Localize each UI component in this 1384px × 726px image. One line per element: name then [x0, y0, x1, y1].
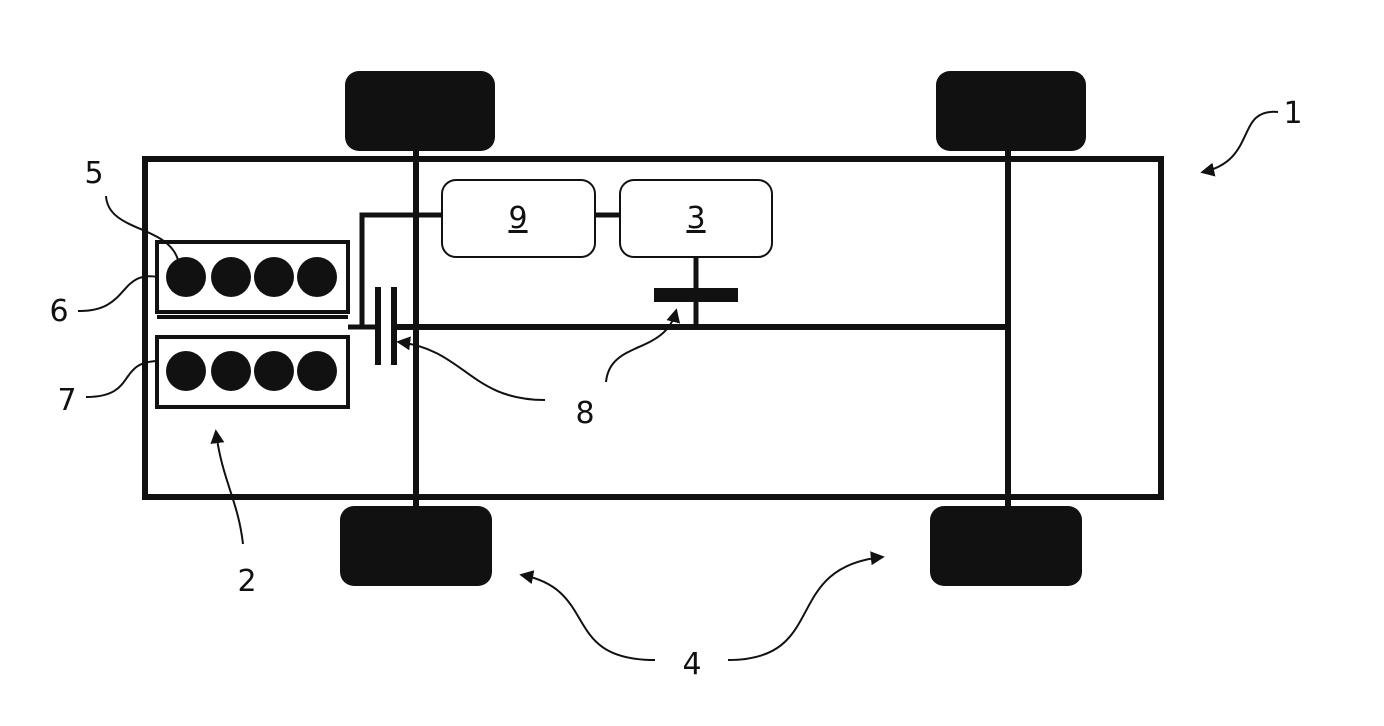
label-7: 7: [57, 383, 76, 418]
label-4: 4: [682, 647, 701, 682]
leader-8-clutch: [396, 336, 546, 401]
cylinder: [297, 351, 337, 391]
leader-8-coupling: [605, 308, 681, 383]
leader-4-right: [727, 551, 885, 661]
box-9-label: 9: [508, 201, 527, 236]
leader-1: [1200, 110, 1279, 177]
connection-engine-to-9: [359, 212, 442, 327]
wheel-rear-bottom: [930, 506, 1082, 586]
vehicle-body: [142, 156, 1164, 500]
leader-6: [77, 275, 159, 313]
leader-5: [105, 195, 179, 261]
leader-7: [85, 360, 159, 398]
engine-bank-lower: [155, 335, 350, 409]
clutch-plate-left: [375, 287, 381, 365]
cylinder: [297, 257, 337, 297]
wheel-front-bottom: [340, 506, 492, 586]
leader-4-left: [519, 570, 656, 661]
cylinder: [166, 351, 206, 391]
cylinder: [211, 351, 251, 391]
label-8: 8: [575, 396, 594, 431]
label-6: 6: [49, 294, 68, 329]
leader-2: [210, 429, 244, 545]
cylinder: [211, 257, 251, 297]
label-5: 5: [84, 156, 103, 191]
wheel-rear-top: [936, 71, 1086, 151]
wheel-front-top: [345, 71, 495, 151]
box-3-label: 3: [686, 201, 705, 236]
cylinder: [166, 257, 206, 297]
clutch-plate-right: [391, 287, 397, 365]
cylinder: [254, 257, 294, 297]
box-9: [441, 179, 596, 258]
cylinder: [254, 351, 294, 391]
label-1: 1: [1283, 96, 1302, 131]
coupling-plate: [654, 288, 738, 302]
label-2: 2: [237, 564, 256, 599]
